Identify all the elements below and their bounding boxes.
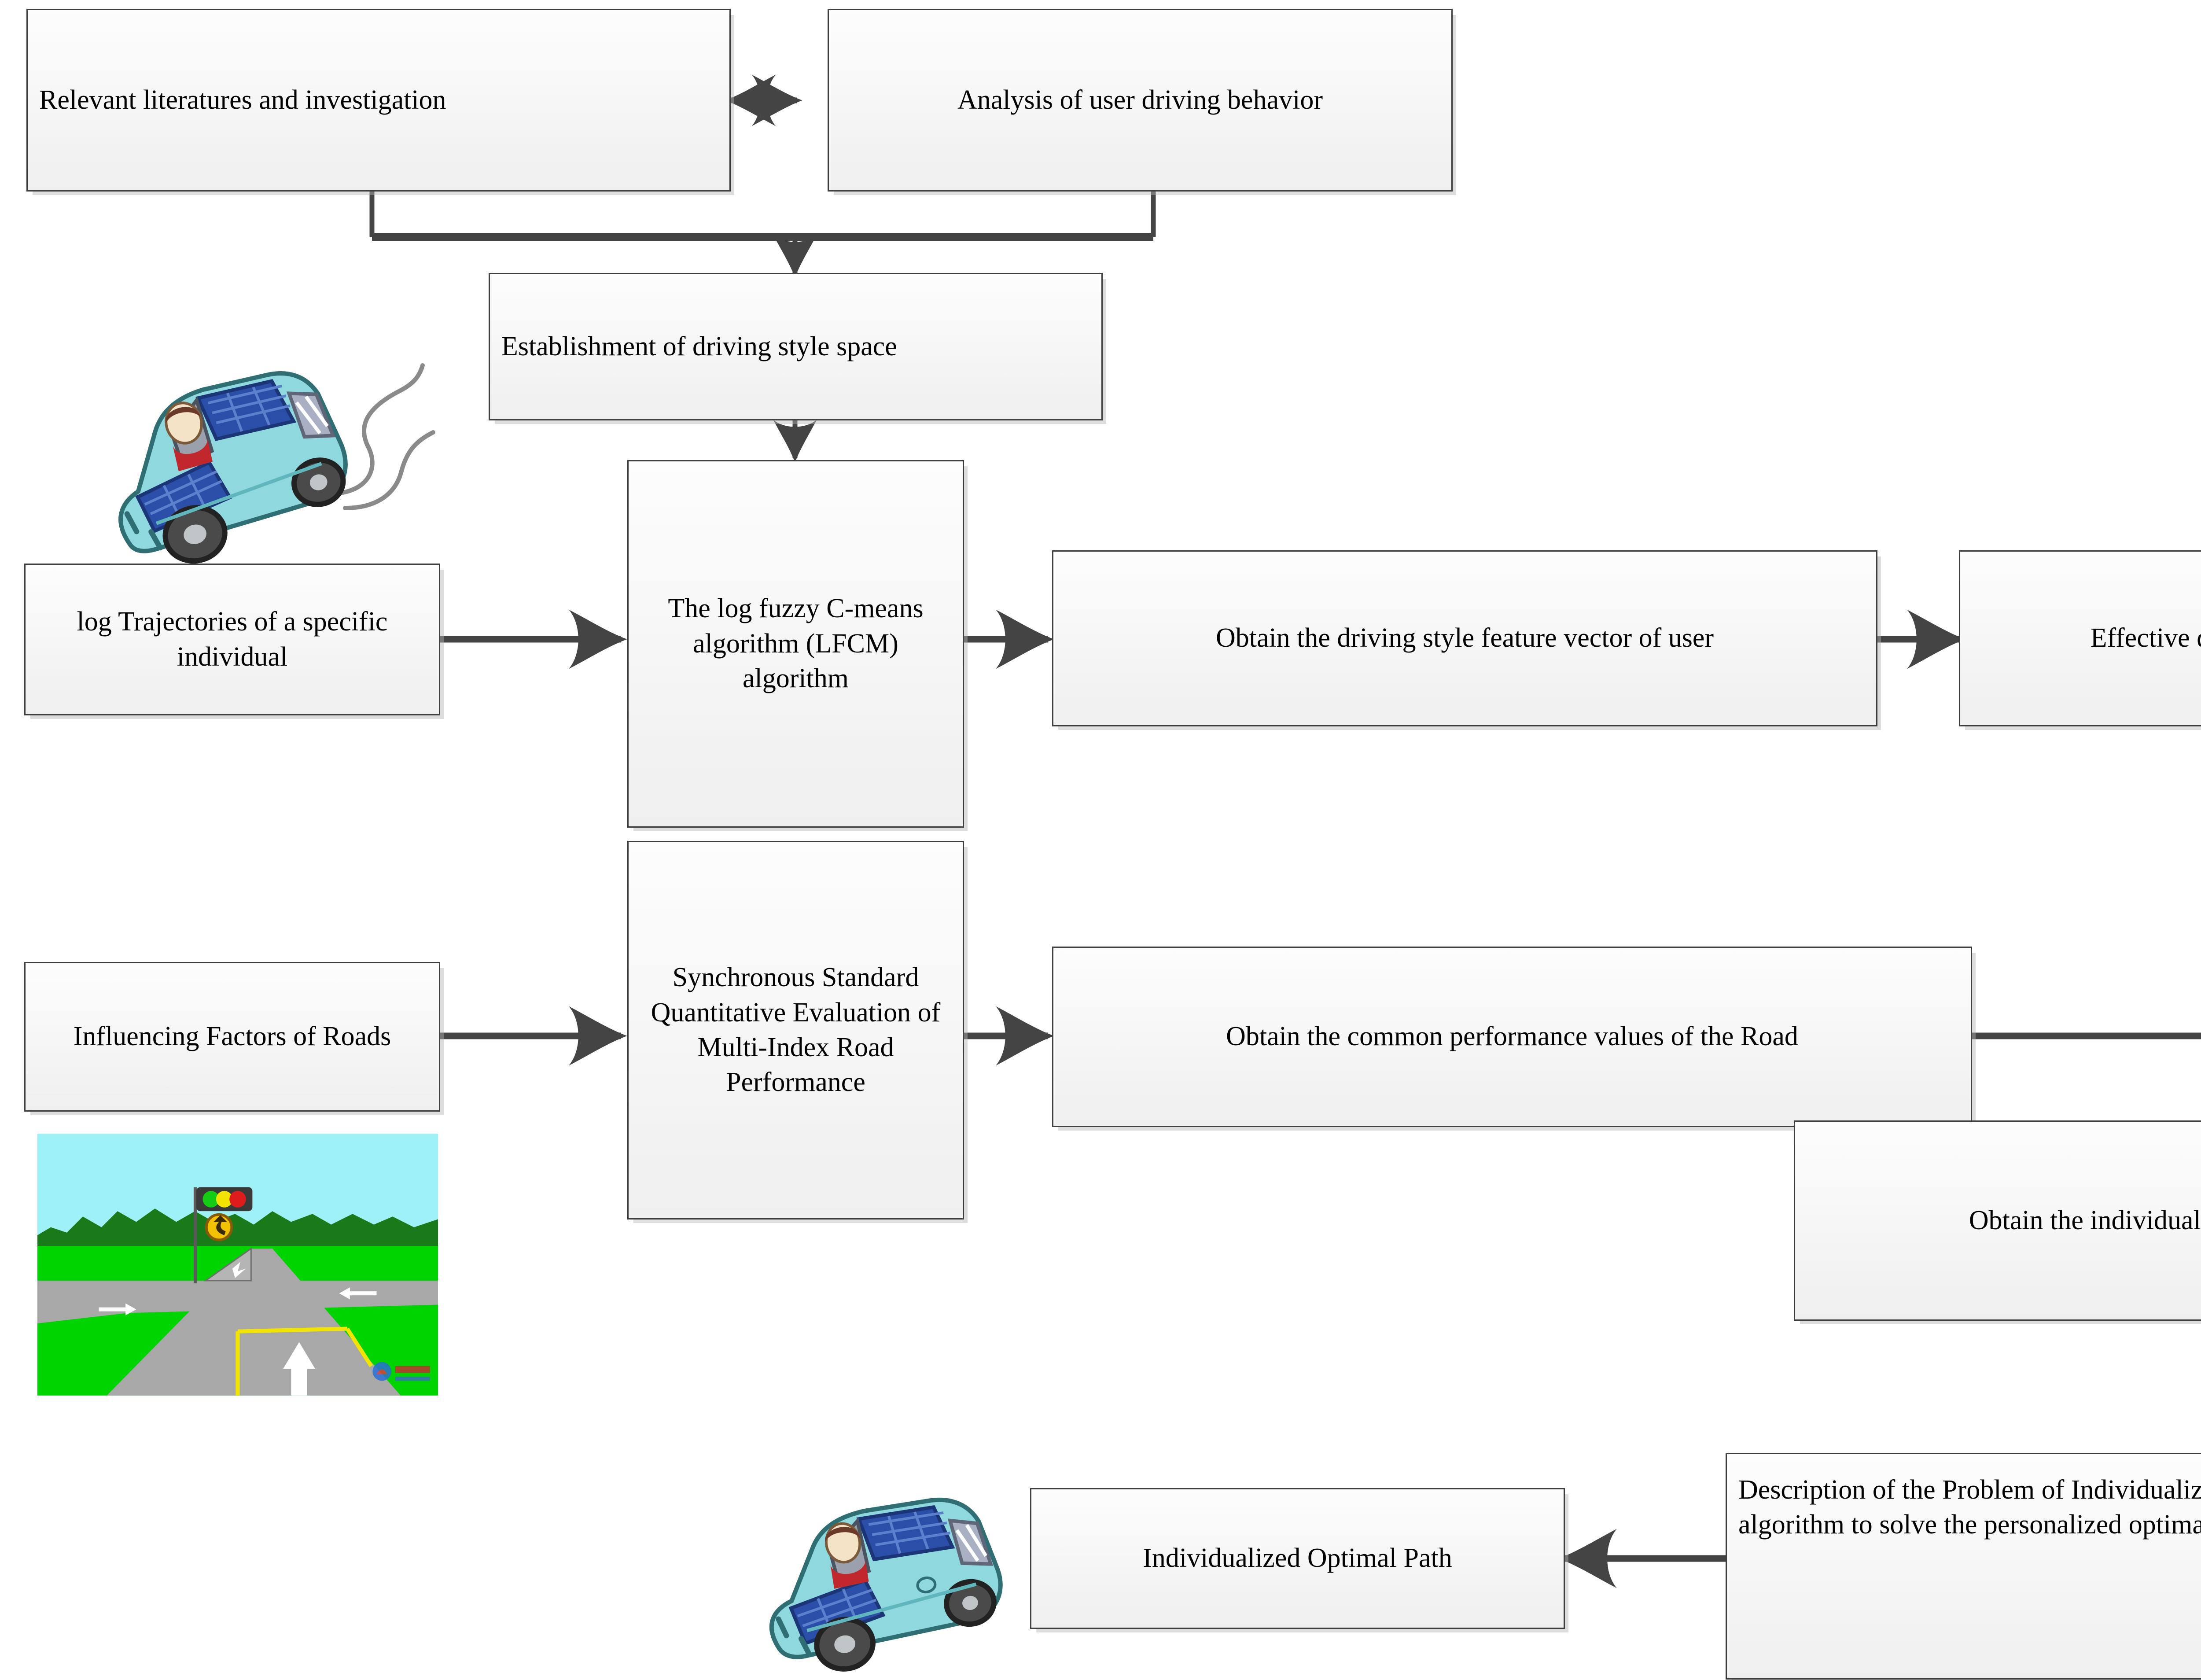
node-individualized-optimal-path[interactable]: Individualized Optimal Path [1030,1488,1565,1629]
node-relevant-literatures[interactable]: Relevant literatures and investigation [26,9,731,192]
node-obtain-driving-style-feature-vector[interactable]: Obtain the driving style feature vector … [1052,550,1877,726]
node-synchronous-standard-evaluation[interactable]: Synchronous Standard Quantitative Evalua… [627,841,964,1219]
node-obtain-individual-performance-values[interactable]: Obtain the individual performance values… [1794,1120,2201,1321]
node-effective-definition-features[interactable]: Effective definition of the features [1959,550,2201,726]
node-description-problem-optimal-path[interactable]: Description of the Problem of Individual… [1726,1453,2201,1680]
solar-car-bottom-illustration [769,1497,1003,1672]
solar-car-top-illustration [118,363,435,564]
road-intersection-illustration [37,1134,438,1396]
node-analysis-user-driving-behavior[interactable]: Analysis of user driving behavior [828,9,1453,192]
node-obtain-common-performance-values[interactable]: Obtain the common performance values of … [1052,947,1972,1127]
node-lfcm-algorithm[interactable]: The log fuzzy C-means algorithm (LFCM) a… [627,460,964,828]
node-influencing-factors-roads[interactable]: Influencing Factors of Roads [24,962,440,1112]
node-establishment-driving-style-space[interactable]: Establishment of driving style space [489,273,1103,420]
edge-merge-to-establishment [369,192,1156,278]
node-log-trajectories[interactable]: log Trajectories of a specific individua… [24,564,440,715]
